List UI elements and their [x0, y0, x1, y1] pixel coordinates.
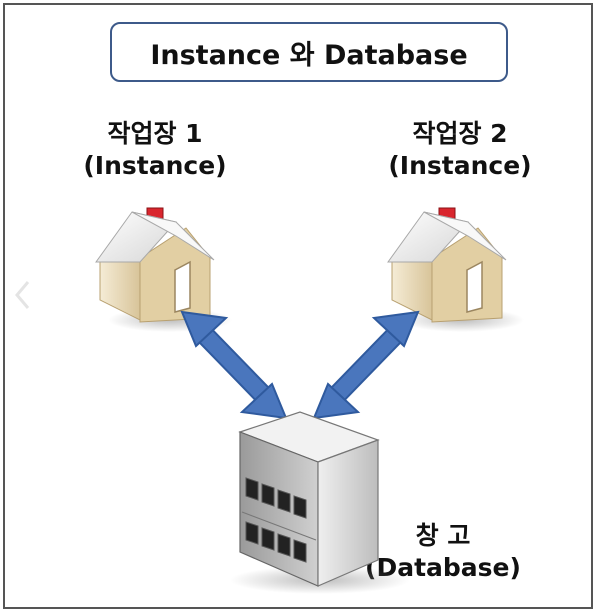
house-icon-1	[95, 207, 232, 332]
double-arrow-icon-2	[312, 310, 420, 420]
building-windows-bottom	[245, 521, 307, 563]
house-icon-2	[387, 207, 524, 332]
workshop-1-label: 작업장 1 (Instance)	[60, 118, 250, 182]
diagram-title-box: Instance 와 Database	[110, 22, 508, 82]
building-windows-top	[245, 477, 307, 519]
workshop-1-sub: (Instance)	[83, 151, 227, 180]
double-arrow-icon-1	[180, 310, 288, 420]
server-building-icon	[230, 411, 410, 594]
warehouse-name: 창 고	[415, 521, 471, 550]
workshop-2-name: 작업장 2	[412, 119, 508, 148]
diagram-title: Instance 와 Database	[150, 39, 468, 71]
chevron-left-icon	[15, 281, 30, 309]
workshop-1-name: 작업장 1	[107, 119, 203, 148]
workshop-2-sub: (Instance)	[388, 151, 532, 180]
workshop-2-label: 작업장 2 (Instance)	[365, 118, 555, 182]
